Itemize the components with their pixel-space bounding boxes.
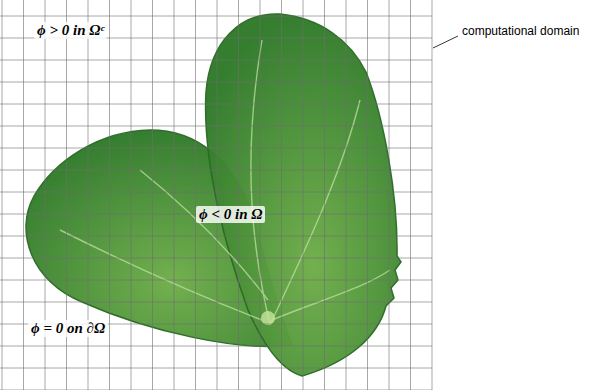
grid-line xyxy=(0,60,432,61)
boundary-label: ϕ = 0 on ∂Ω xyxy=(28,320,108,337)
grid-line xyxy=(0,280,432,281)
grid-line xyxy=(0,346,432,347)
callout-label: computational domain xyxy=(462,24,579,38)
grid-line xyxy=(260,0,261,390)
grid-line xyxy=(23,0,24,390)
grid-line xyxy=(410,0,411,390)
grid-line xyxy=(217,0,218,390)
grid-line xyxy=(0,302,432,303)
grid-line xyxy=(0,258,432,259)
leaf-stem-base xyxy=(261,311,275,325)
grid-line xyxy=(281,0,282,390)
mesh-grid-overlay xyxy=(0,0,432,390)
region-label: ϕ < 0 in Ω xyxy=(196,206,265,223)
leader-line xyxy=(433,36,458,48)
grid-line xyxy=(367,0,368,390)
grid-line xyxy=(346,0,347,390)
grid-line xyxy=(195,0,196,390)
grid-line xyxy=(389,0,390,390)
grid-line xyxy=(0,368,432,369)
grid-line xyxy=(0,192,432,193)
grid-line xyxy=(0,236,432,237)
grid-line xyxy=(2,0,3,390)
grid-line xyxy=(324,0,325,390)
grid-line xyxy=(109,0,110,390)
grid-line xyxy=(0,170,432,171)
grid-line xyxy=(303,0,304,390)
grid-line xyxy=(238,0,239,390)
region-label: ϕ > 0 in Ωᶜ xyxy=(34,22,107,39)
grid-line xyxy=(174,0,175,390)
grid-line xyxy=(0,148,432,149)
grid-line xyxy=(432,0,433,390)
grid-line xyxy=(0,126,432,127)
grid-line xyxy=(0,104,432,105)
grid-line xyxy=(0,16,432,17)
grid-line xyxy=(131,0,132,390)
grid-line xyxy=(0,82,432,83)
grid-line xyxy=(152,0,153,390)
